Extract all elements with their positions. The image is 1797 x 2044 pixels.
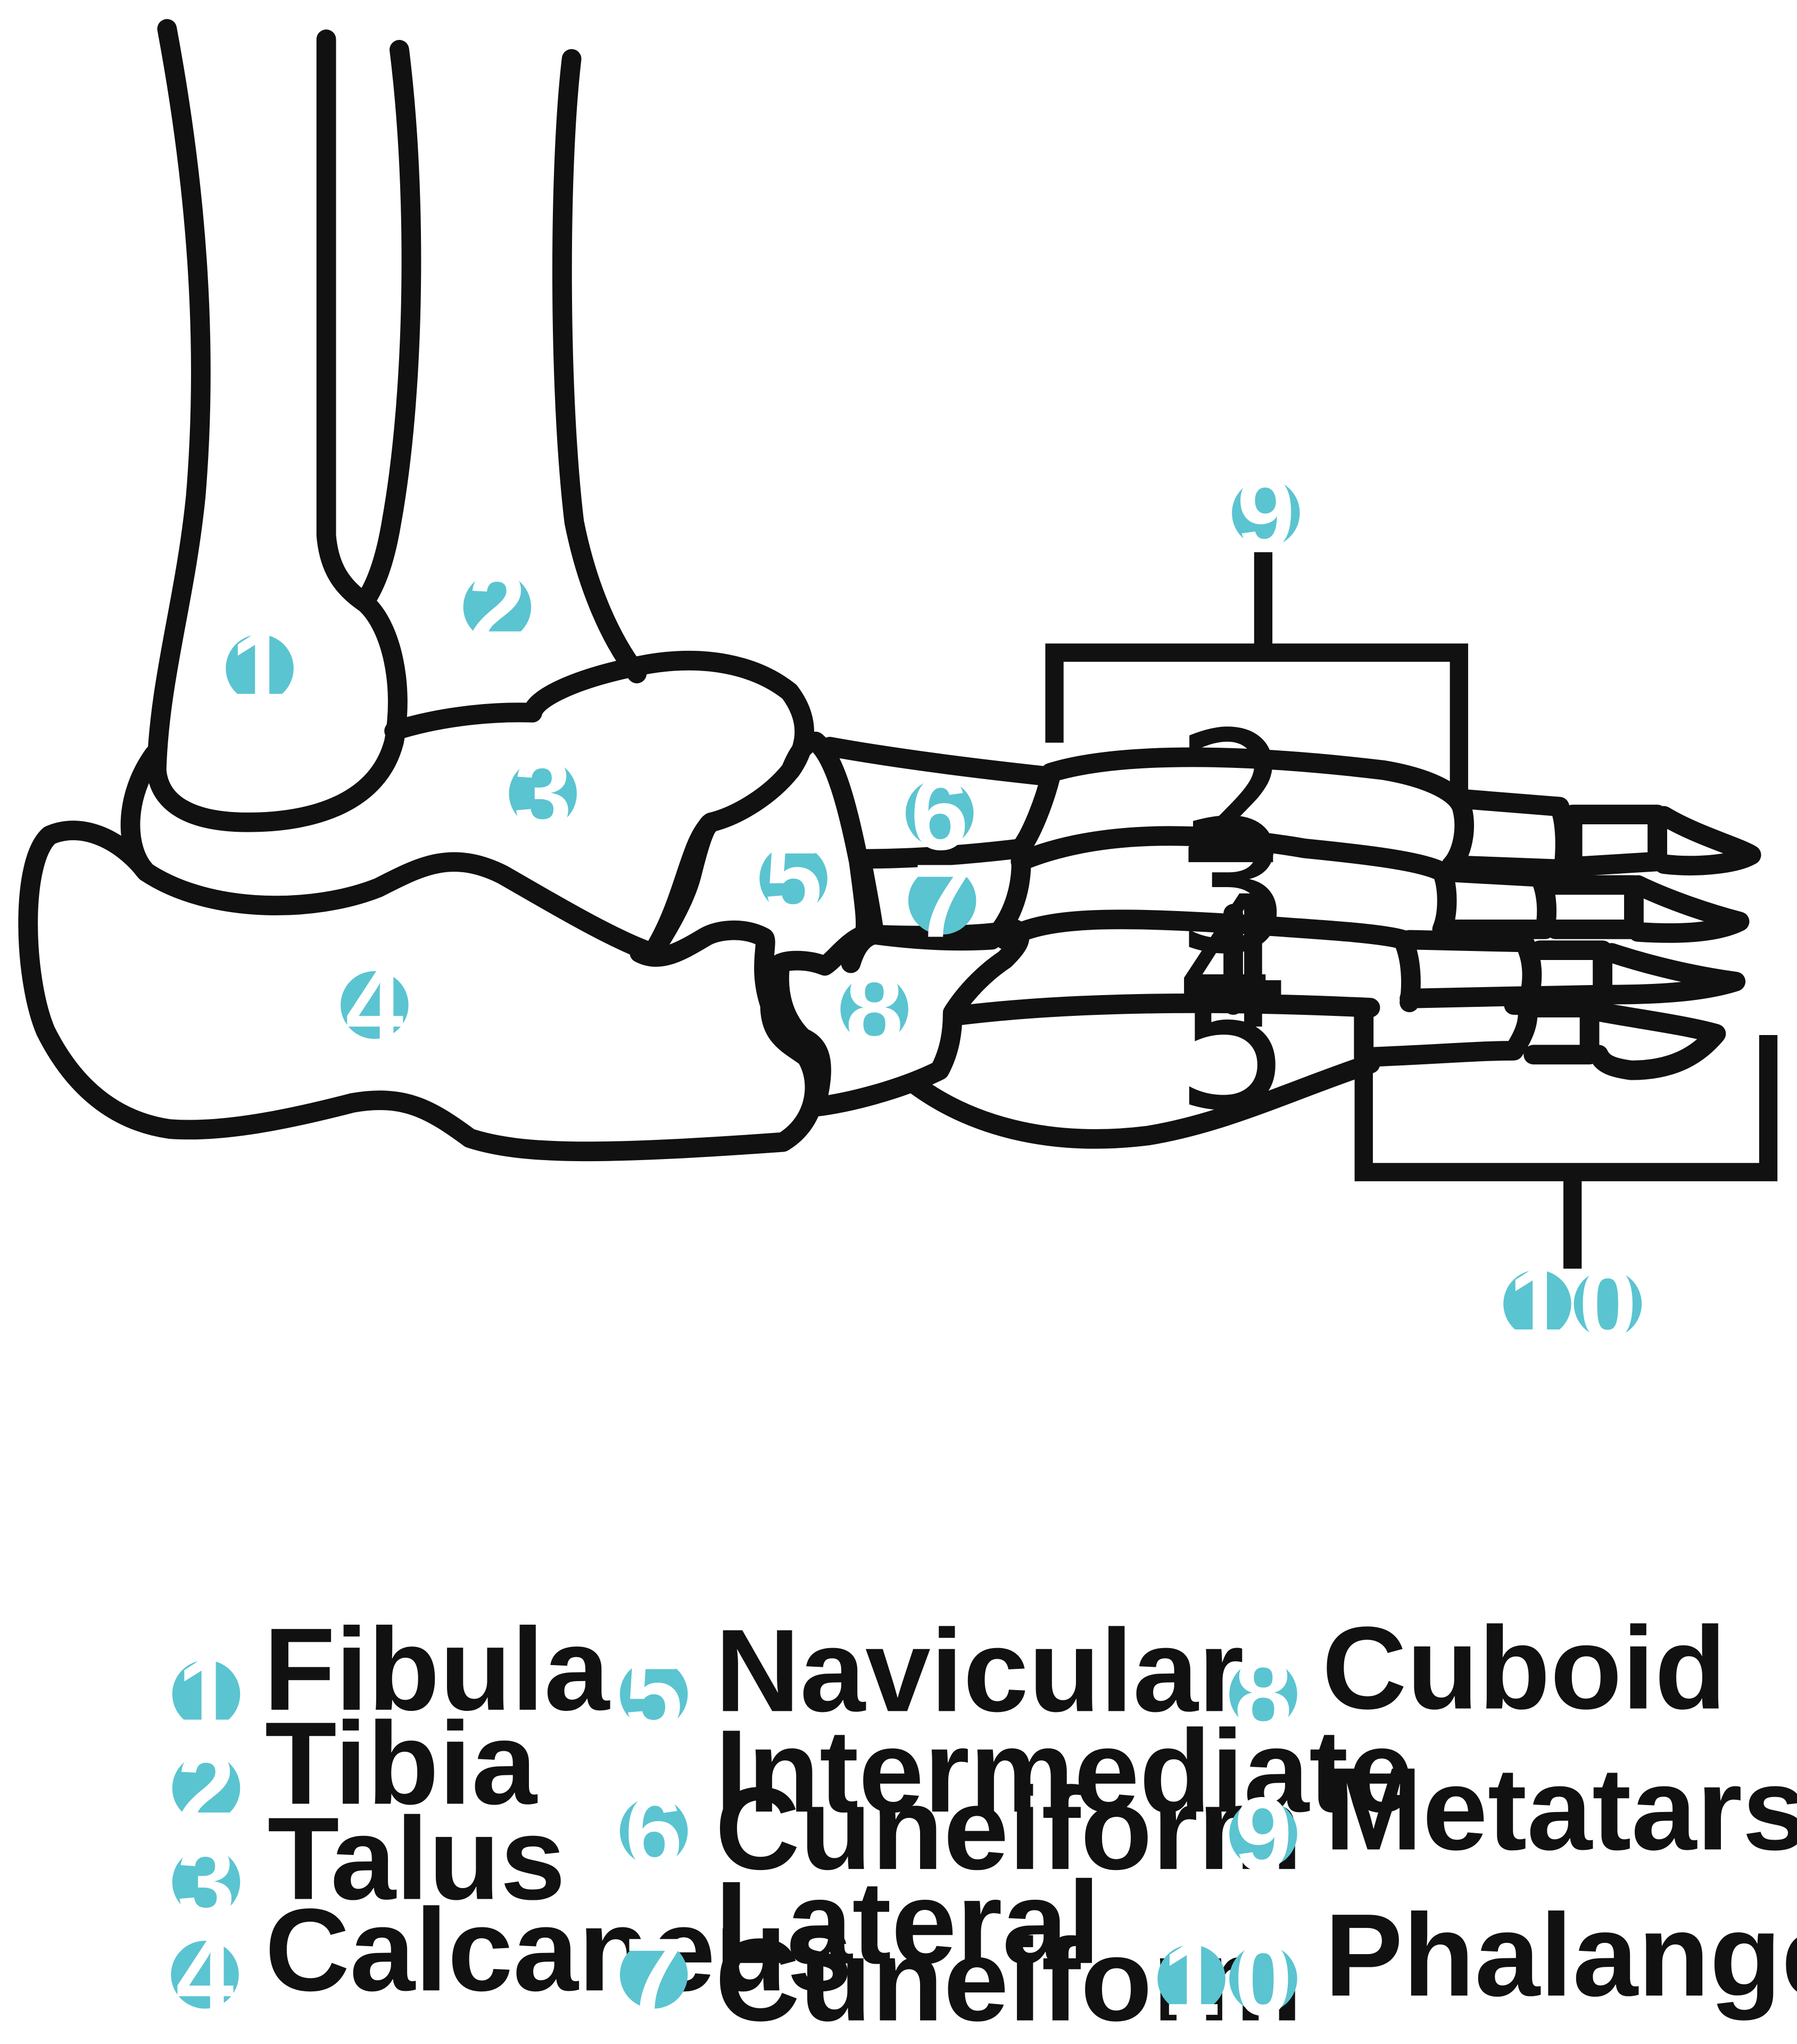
badge-navicular: 5 <box>759 820 827 937</box>
calcaneus-outline <box>18 821 825 1162</box>
phalanges-row-2 <box>1452 789 1761 879</box>
metatarsal-3-outline <box>1011 826 1457 939</box>
badge-lateral-cuneiform: 7 <box>908 842 976 959</box>
svg-text:0: 0 <box>1234 1920 1292 2037</box>
svg-text:4: 4 <box>345 947 403 1064</box>
bracket-phalanges <box>1354 1035 1778 1269</box>
metatarsal-number: 5 <box>1175 938 1291 1151</box>
svg-text:Phalanges 2 – 5: Phalanges 2 – 5 <box>1324 1889 1797 2021</box>
metatarsal-number: 2 <box>1175 692 1291 905</box>
svg-text:3: 3 <box>177 1824 235 1941</box>
cuboid-outline <box>769 919 1030 1117</box>
svg-text:0: 0 <box>1579 1245 1637 1362</box>
svg-text:Talus: Talus <box>268 1793 566 1924</box>
bracket-metatarsals <box>1045 552 1468 790</box>
badge-fibula: 1 <box>226 610 294 727</box>
metatarsal-5-outline <box>904 993 1380 1149</box>
svg-text:7: 7 <box>913 842 971 959</box>
svg-text:4: 4 <box>176 1916 234 2033</box>
legend-item-navicular: 5 Navicular <box>619 1604 1244 1753</box>
tibia-outline <box>355 40 647 684</box>
svg-text:Lateral: Lateral <box>715 1857 1100 1988</box>
badge-calcaneus: 4 <box>341 947 409 1064</box>
legend-item-talus: 3 Talus <box>172 1793 566 1941</box>
svg-text:Intermediate: Intermediate <box>715 1705 1413 1836</box>
svg-text:Cuneiform: Cuneiform <box>715 1762 1303 1894</box>
legend-item-cuboid: 8 Cuboid <box>1229 1602 1726 1753</box>
intermediate-cuneiform-outline <box>820 736 1061 869</box>
metatarsal-number: 3 <box>1175 781 1291 994</box>
svg-text:Calcaneus: Calcaneus <box>265 1884 852 2015</box>
metatarsal-number: 4 <box>1175 857 1291 1070</box>
phalanges-row-5 <box>1354 995 1726 1080</box>
legend: 1 Fibula 2 Tibia 3 Talus 4 Calcaneus 5 N… <box>171 1602 1797 2044</box>
svg-text:8: 8 <box>1234 1636 1292 1753</box>
legend-item-fibula: 1 Fibula <box>172 1603 610 1753</box>
svg-text:1: 1 <box>230 610 288 727</box>
svg-text:2: 2 <box>468 549 526 666</box>
svg-text:5: 5 <box>765 820 823 937</box>
metatarsal-4-outline <box>995 909 1421 1013</box>
svg-text:2: 2 <box>177 1729 235 1847</box>
diagram-badges: 1 2 3 4 5 6 7 8 <box>226 454 1642 1362</box>
svg-text:1: 1 <box>177 1636 235 1753</box>
badge-metatarsals: 9 <box>1232 454 1300 572</box>
legend-item-intermediate-cuneiform: 6 Intermediate Cuneiform <box>619 1705 1413 1894</box>
svg-text:Cuboid: Cuboid <box>1322 1602 1726 1733</box>
svg-text:3: 3 <box>514 735 572 852</box>
svg-text:9: 9 <box>1237 454 1295 572</box>
svg-text:9: 9 <box>1234 1775 1292 1892</box>
svg-text:8: 8 <box>846 950 904 1067</box>
badge-tibia: 2 <box>463 549 532 666</box>
svg-text:Navicular: Navicular <box>715 1604 1244 1736</box>
svg-text:Metatarsals 2 – 5: Metatarsals 2 – 5 <box>1324 1743 1797 1874</box>
badge-phalanges: 1 0 <box>1503 1245 1642 1362</box>
badge-intermediate-cuneiform: 6 <box>905 755 974 872</box>
svg-text:7: 7 <box>625 1916 683 2033</box>
legend-item-metatarsals: 9 Metatarsals 2 – 5 <box>1229 1743 1797 1892</box>
svg-text:Tibia: Tibia <box>265 1698 538 1829</box>
bone-outlines <box>18 19 1761 1162</box>
metatarsal-2-outline <box>1040 747 1474 875</box>
legend-item-tibia: 2 Tibia <box>172 1698 538 1847</box>
svg-text:Fibula: Fibula <box>263 1603 610 1735</box>
metatarsal-numbers: 2 3 4 5 <box>1175 692 1291 1151</box>
svg-text:6: 6 <box>910 755 968 872</box>
legend-item-calcaneus: 4 Calcaneus <box>171 1884 852 2033</box>
phalanges-row-4 <box>1399 930 1746 1008</box>
fibula-outline <box>146 19 408 832</box>
legend-item-phalanges: 1 0 Phalanges 2 – 5 <box>1157 1889 1797 2037</box>
badge-cuboid: 8 <box>840 950 908 1067</box>
svg-text:1: 1 <box>1163 1920 1221 2037</box>
badge-talus: 3 <box>509 735 577 852</box>
svg-text:6: 6 <box>625 1773 683 1890</box>
svg-text:5: 5 <box>625 1636 683 1753</box>
svg-text:1: 1 <box>1508 1245 1566 1362</box>
phalanges-row-3 <box>1436 862 1750 943</box>
